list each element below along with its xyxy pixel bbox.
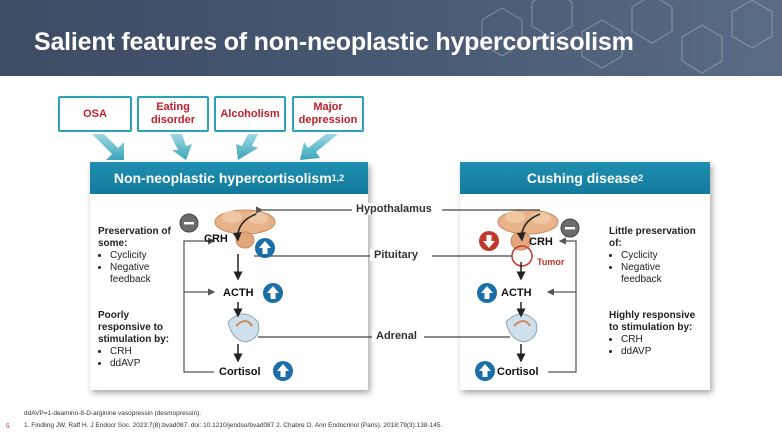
right-cortisol-up-arrow-icon — [475, 361, 495, 381]
left-node-acth: ACTH — [223, 287, 254, 299]
cause-box-alcoholism: Alcoholism — [214, 96, 286, 132]
left-response-title: Poorly responsive to stimulation by: — [98, 310, 170, 345]
page-number: 5 — [6, 423, 10, 430]
left-preservation-block: Preservation of some: Cyclicity Negative… — [98, 226, 176, 286]
right-response-item: ddAVP — [621, 346, 699, 358]
left-preservation-item: Negative feedback — [110, 262, 176, 286]
cause-box-major-depression: Major depression — [292, 96, 364, 132]
left-panel-heading-sup: 1,2 — [331, 173, 345, 183]
left-crh-up-arrow-icon — [255, 238, 275, 258]
cause-box-eating-disorder: Eating disorder — [137, 96, 209, 132]
left-response-item: ddAVP — [110, 358, 178, 370]
pituitary-label: Pituitary — [370, 249, 423, 261]
left-feedback-lines — [183, 237, 216, 373]
left-panel — [90, 162, 368, 390]
left-preservation-item: Cyclicity — [110, 250, 176, 262]
footnote-references: 1. Findling JW, Raff H. J Endocr Soc. 20… — [24, 422, 443, 429]
right-preservation-title: Little preservation of: — [609, 226, 696, 249]
left-response-item: CRH — [110, 346, 178, 358]
right-preservation-block: Little preservation of: Cyclicity Negati… — [609, 226, 699, 286]
title-banner: Salient features of non-neoplastic hyper… — [0, 0, 782, 76]
right-axis-arrows — [516, 213, 541, 363]
cause-arrows — [92, 134, 338, 160]
left-acth-up-arrow-icon — [263, 283, 283, 303]
left-node-crh: CRH — [204, 233, 228, 245]
hexagon-pattern-icon — [481, 0, 773, 74]
right-panel — [460, 162, 710, 390]
center-connectors — [254, 206, 540, 338]
left-axis-arrows — [232, 213, 257, 363]
right-minus-icon — [560, 218, 580, 238]
cause-box-osa: OSA — [58, 96, 132, 132]
right-response-item: CRH — [621, 334, 699, 346]
right-node-acth: ACTH — [501, 287, 532, 299]
right-panel-heading-sup: 2 — [638, 173, 644, 183]
hypothalamus-label: Hypothalamus — [352, 203, 436, 215]
footnote-abbreviation: ddAVP=1-deamino-8-D-arginine vasopressin… — [24, 410, 202, 417]
left-panel-heading-text: Non-neoplastic hypercortisolism — [113, 170, 332, 186]
right-feedback-lines — [546, 237, 577, 373]
slide-title: Salient features of non-neoplastic hyper… — [34, 28, 634, 56]
left-adrenal-icon — [227, 313, 260, 343]
adrenal-label: Adrenal — [372, 330, 421, 342]
right-adrenal-icon — [505, 313, 538, 343]
left-response-block: Poorly responsive to stimulation by: CRH… — [98, 310, 178, 370]
right-preservation-item: Negative feedback — [621, 262, 699, 286]
right-crh-down-arrow-icon — [479, 231, 499, 251]
right-response-block: Highly responsive to stimulation by: CRH… — [609, 310, 699, 358]
right-response-title: Highly responsive to stimulation by: — [609, 310, 696, 333]
right-panel-heading-text: Cushing disease — [526, 170, 639, 186]
left-minus-icon — [179, 213, 199, 233]
left-cortisol-up-arrow-icon — [273, 361, 293, 381]
tumor-label: Tumor — [537, 257, 565, 267]
left-node-cortisol: Cortisol — [219, 366, 261, 378]
right-acth-up-arrow-icon — [477, 283, 497, 303]
right-node-cortisol: Cortisol — [497, 366, 539, 378]
left-preservation-title: Preservation of some: — [98, 226, 171, 249]
right-node-crh: CRH — [529, 236, 553, 248]
right-preservation-item: Cyclicity — [621, 250, 699, 262]
